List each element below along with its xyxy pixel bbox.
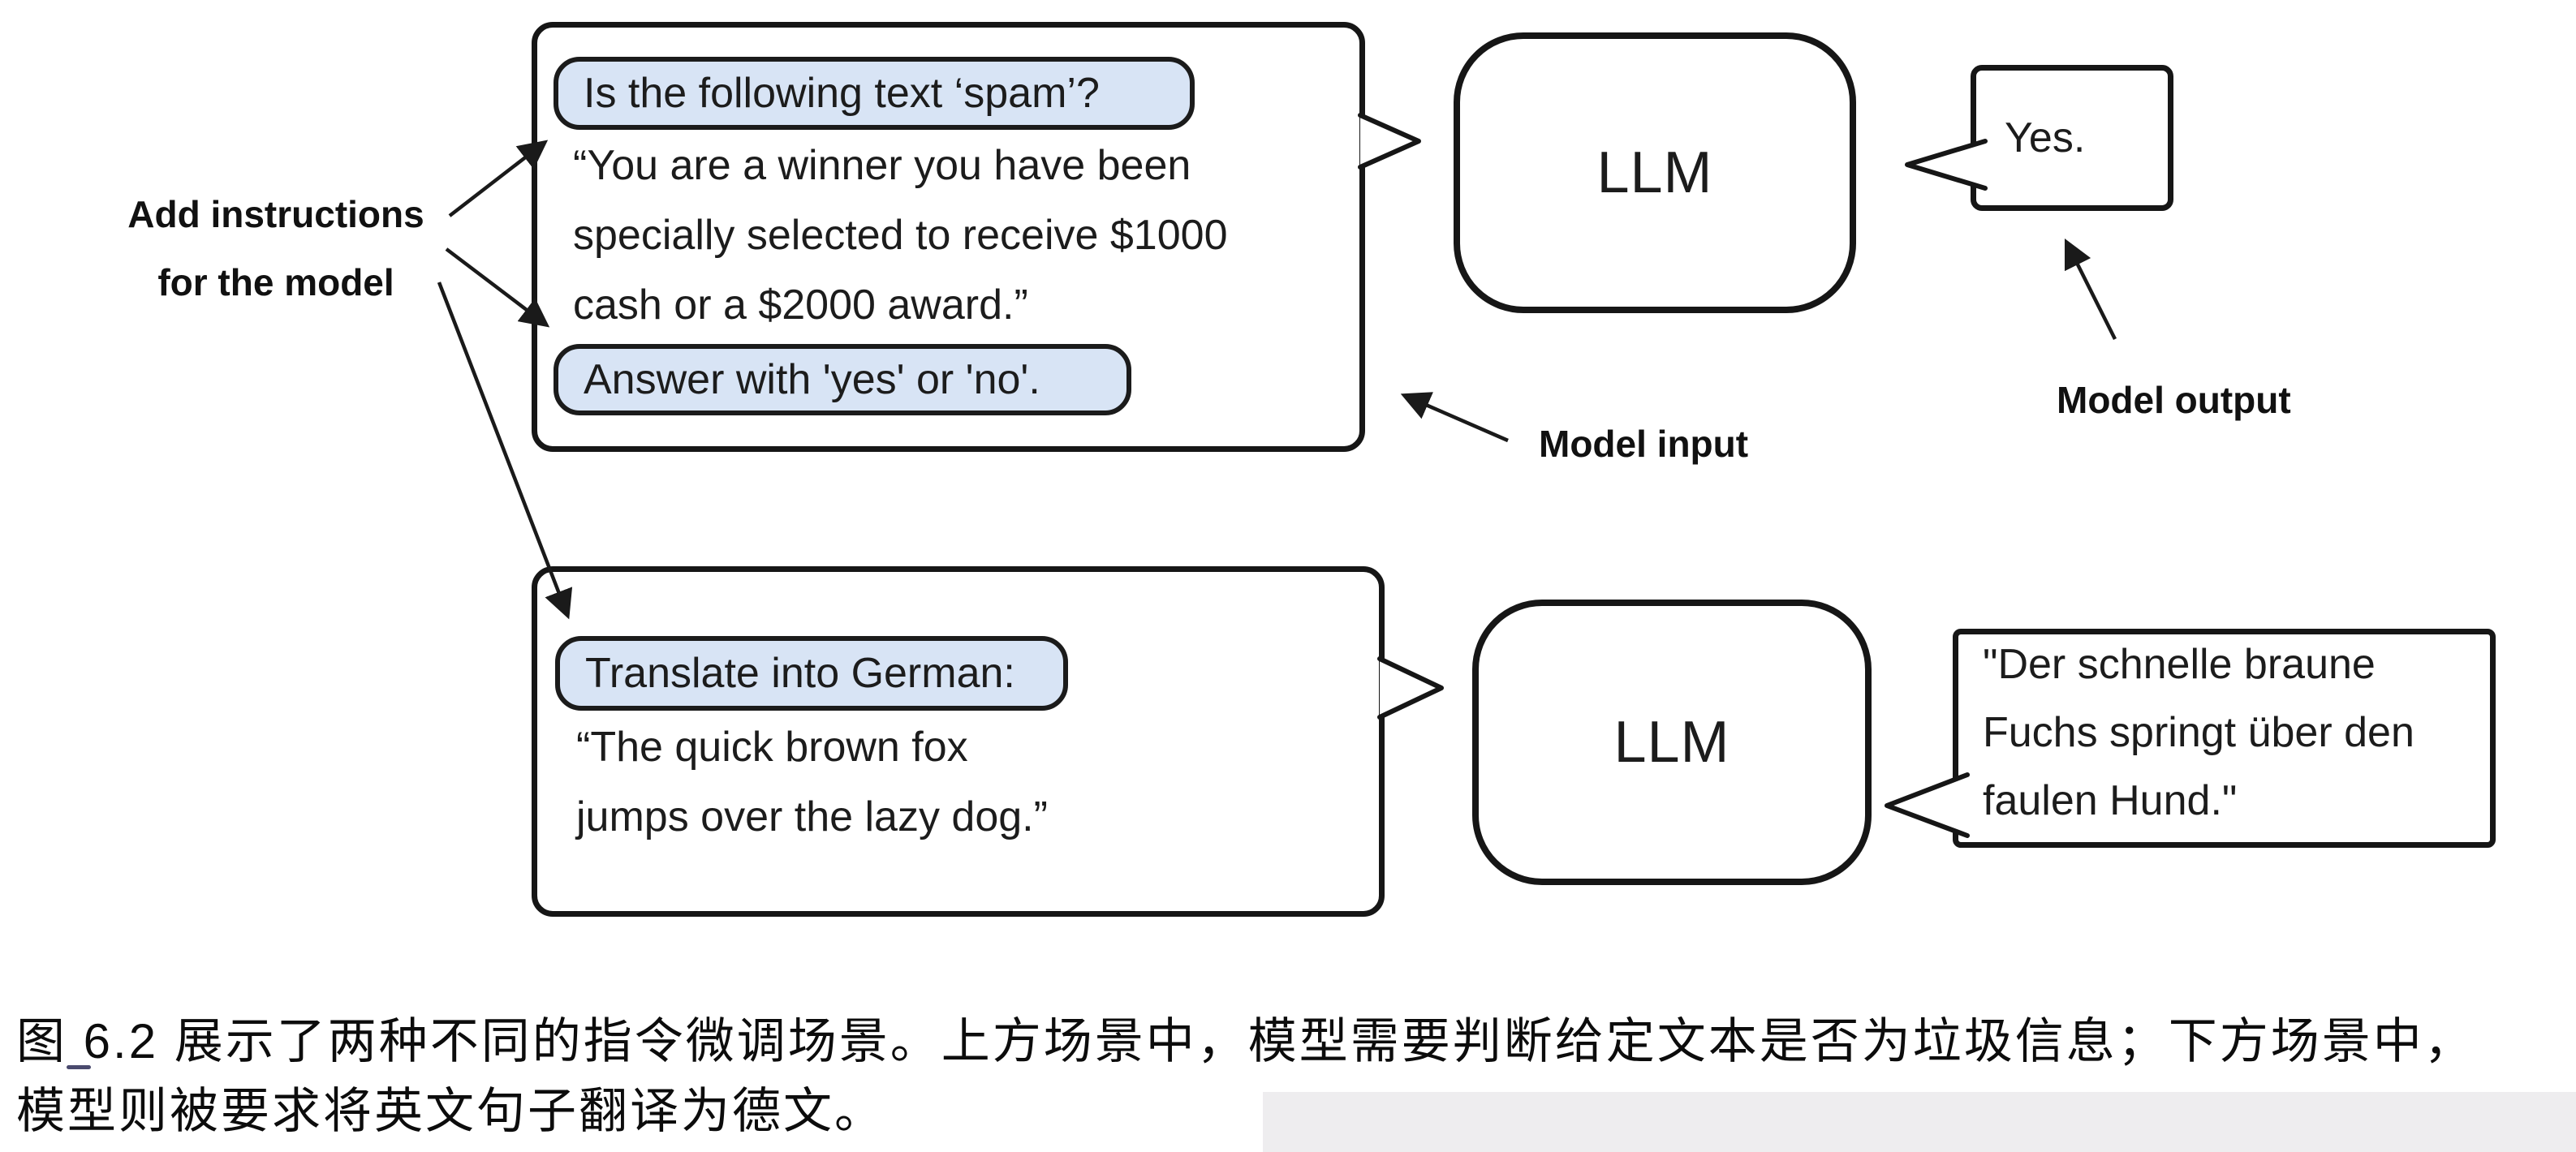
german-output-line: Fuchs springt über den (1983, 709, 2414, 756)
label-add-instructions: Add instructions for the model (89, 180, 463, 316)
page-gray-region (1263, 1092, 2576, 1152)
label-add-instructions-line2: for the model (157, 261, 394, 303)
input-box-translate (532, 566, 1385, 917)
translate-body-line: jumps over the lazy dog.” (576, 793, 1048, 840)
spam-body-line: cash or a $2000 award.” (573, 282, 1028, 329)
german-output-line: faulen Hund." (1983, 777, 2238, 824)
llm-box-translate: LLM (1472, 600, 1872, 885)
spam-body-line: “You are a winner you have been (573, 142, 1191, 189)
tail-input-box-spam (1358, 113, 1421, 170)
label-model-input: Model input (1539, 423, 1749, 465)
speech-bubble-yes (1971, 65, 2173, 211)
instruction-pill-translate-label: Translate into German: (585, 650, 1015, 697)
spam-body-text: “You are a winner you have been speciall… (573, 131, 1227, 340)
arrow-model-input (1400, 392, 1509, 443)
instruction-pill-spam-question: Is the following text ‘spam’? (554, 57, 1195, 130)
arrow-to-pill-spam-question (448, 140, 549, 217)
instruction-pill-answer-format-label: Answer with 'yes' or 'no'. (584, 356, 1040, 403)
spam-body-line: specially selected to receive $1000 (573, 212, 1228, 259)
label-add-instructions-line1: Add instructions (127, 193, 424, 235)
instruction-pill-translate: Translate into German: (555, 636, 1068, 711)
instruction-pill-answer-format: Answer with 'yes' or 'no'. (554, 344, 1131, 415)
tail-input-box-translate (1377, 656, 1444, 720)
speech-bubble-german (1953, 629, 2496, 848)
translate-body-line: “The quick brown fox (576, 724, 968, 771)
label-model-output: Model output (2057, 379, 2291, 421)
caption-underline-mark (67, 1065, 91, 1069)
german-output-line: "Der schnelle braune (1983, 641, 2376, 688)
llm-box-spam-label: LLM (1596, 140, 1713, 205)
arrow-model-output (2064, 238, 2117, 341)
figure-caption-line2: 模型则被要求将英文句子翻译为德文。 (16, 1084, 885, 1138)
translate-body-text: “The quick brown fox jumps over the lazy… (576, 712, 1048, 852)
figure-caption-line1: 图 6.2 展示了两种不同的指令微调场景。上方场景中，模型需要判断给定文本是否为… (16, 1014, 2475, 1068)
speech-bubble-german-text: "Der schnelle braune Fuchs springt über … (1983, 630, 2414, 835)
instruction-pill-spam-question-label: Is the following text ‘spam’? (584, 70, 1100, 117)
speech-bubble-yes-text: Yes. (2005, 114, 2086, 161)
llm-box-translate-label: LLM (1613, 710, 1730, 775)
llm-box-spam: LLM (1454, 32, 1856, 313)
